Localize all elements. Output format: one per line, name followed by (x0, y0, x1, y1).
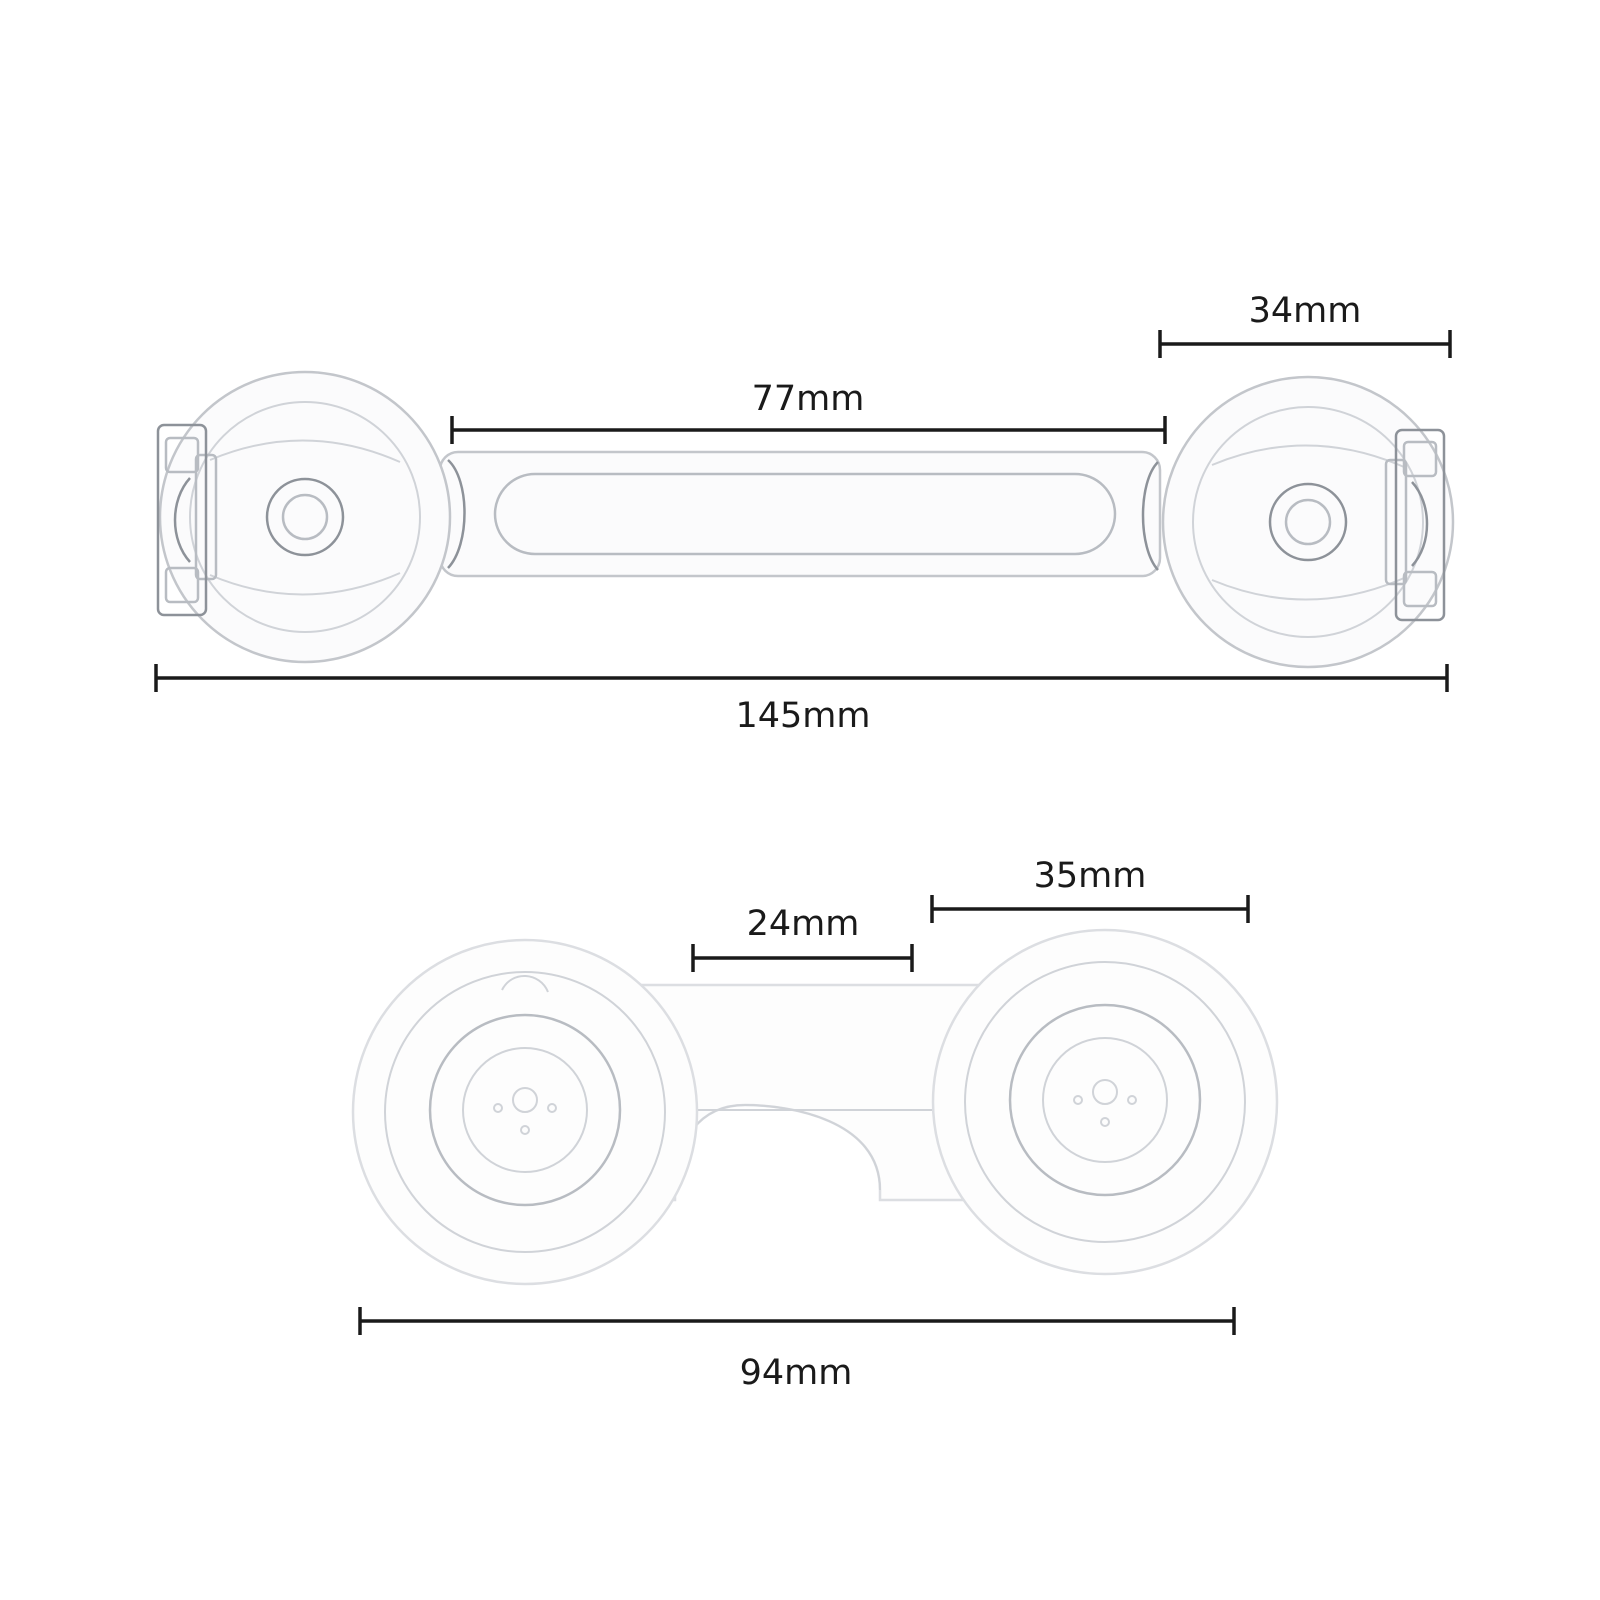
long-strap-lock (156, 370, 1455, 669)
label-short-cap-width: 35mm (1034, 856, 1147, 896)
label-short-strap-length: 24mm (747, 904, 860, 944)
long-right-collar (1141, 461, 1159, 571)
long-right-suction-cap (1161, 375, 1455, 669)
dim-long-total-length: 145mm (154, 664, 1449, 736)
dim-short-total-length: 94mm (358, 1307, 1236, 1393)
label-short-total-length: 94mm (740, 1353, 853, 1393)
short-right-suction-cap (931, 928, 1279, 1276)
dim-short-strap-length: 24mm (691, 904, 914, 972)
long-strap-inner-slot (493, 472, 1117, 556)
short-strap-lock (351, 928, 1279, 1286)
label-long-total-length: 145mm (736, 696, 871, 736)
label-long-strap-length: 77mm (752, 379, 865, 419)
dim-short-cap-width: 35mm (930, 856, 1250, 923)
label-long-cap-width: 34mm (1249, 291, 1362, 331)
dim-long-strap-length: 77mm (450, 379, 1167, 444)
long-left-collar (447, 459, 466, 569)
long-left-hinge-clip (156, 423, 208, 617)
long-left-suction-cap (158, 370, 452, 664)
short-left-suction-cap (351, 938, 699, 1286)
long-right-hinge-clip (1394, 428, 1446, 622)
dim-long-cap-width: 34mm (1158, 291, 1452, 358)
long-strap-body (438, 450, 1162, 578)
